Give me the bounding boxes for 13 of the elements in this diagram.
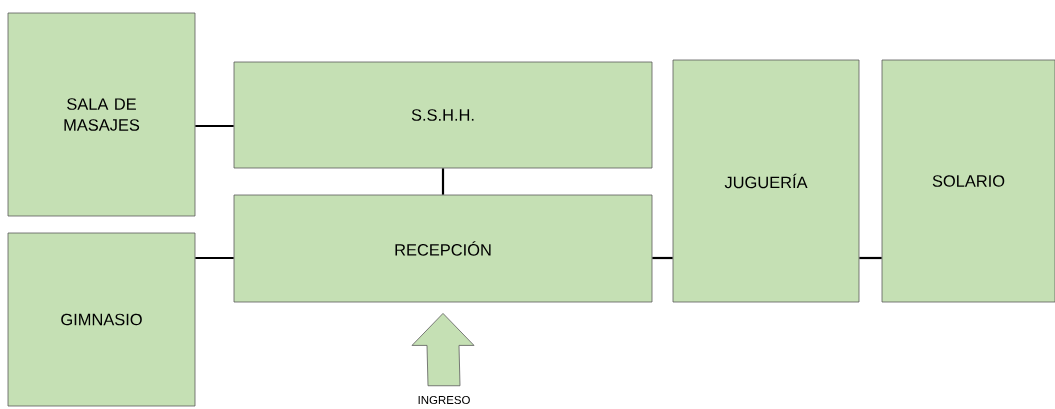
room-box: GIMNASIO: [7, 232, 196, 407]
block-arrow: [411, 313, 475, 387]
connector-line: [652, 256, 673, 260]
room-box: SALA DE MASAJES: [7, 12, 196, 217]
connector-line: [195, 256, 234, 260]
room-box: RECEPCIÓN: [233, 194, 653, 303]
room-box: JUGUERÍA: [672, 59, 860, 303]
room-box: S.S.H.H.: [233, 61, 653, 169]
entrance-label: INGRESO: [418, 395, 470, 405]
room-box: SOLARIO: [881, 59, 1055, 303]
connector-line: [195, 124, 234, 128]
connector-line: [441, 168, 445, 195]
connector-line: [859, 256, 882, 260]
